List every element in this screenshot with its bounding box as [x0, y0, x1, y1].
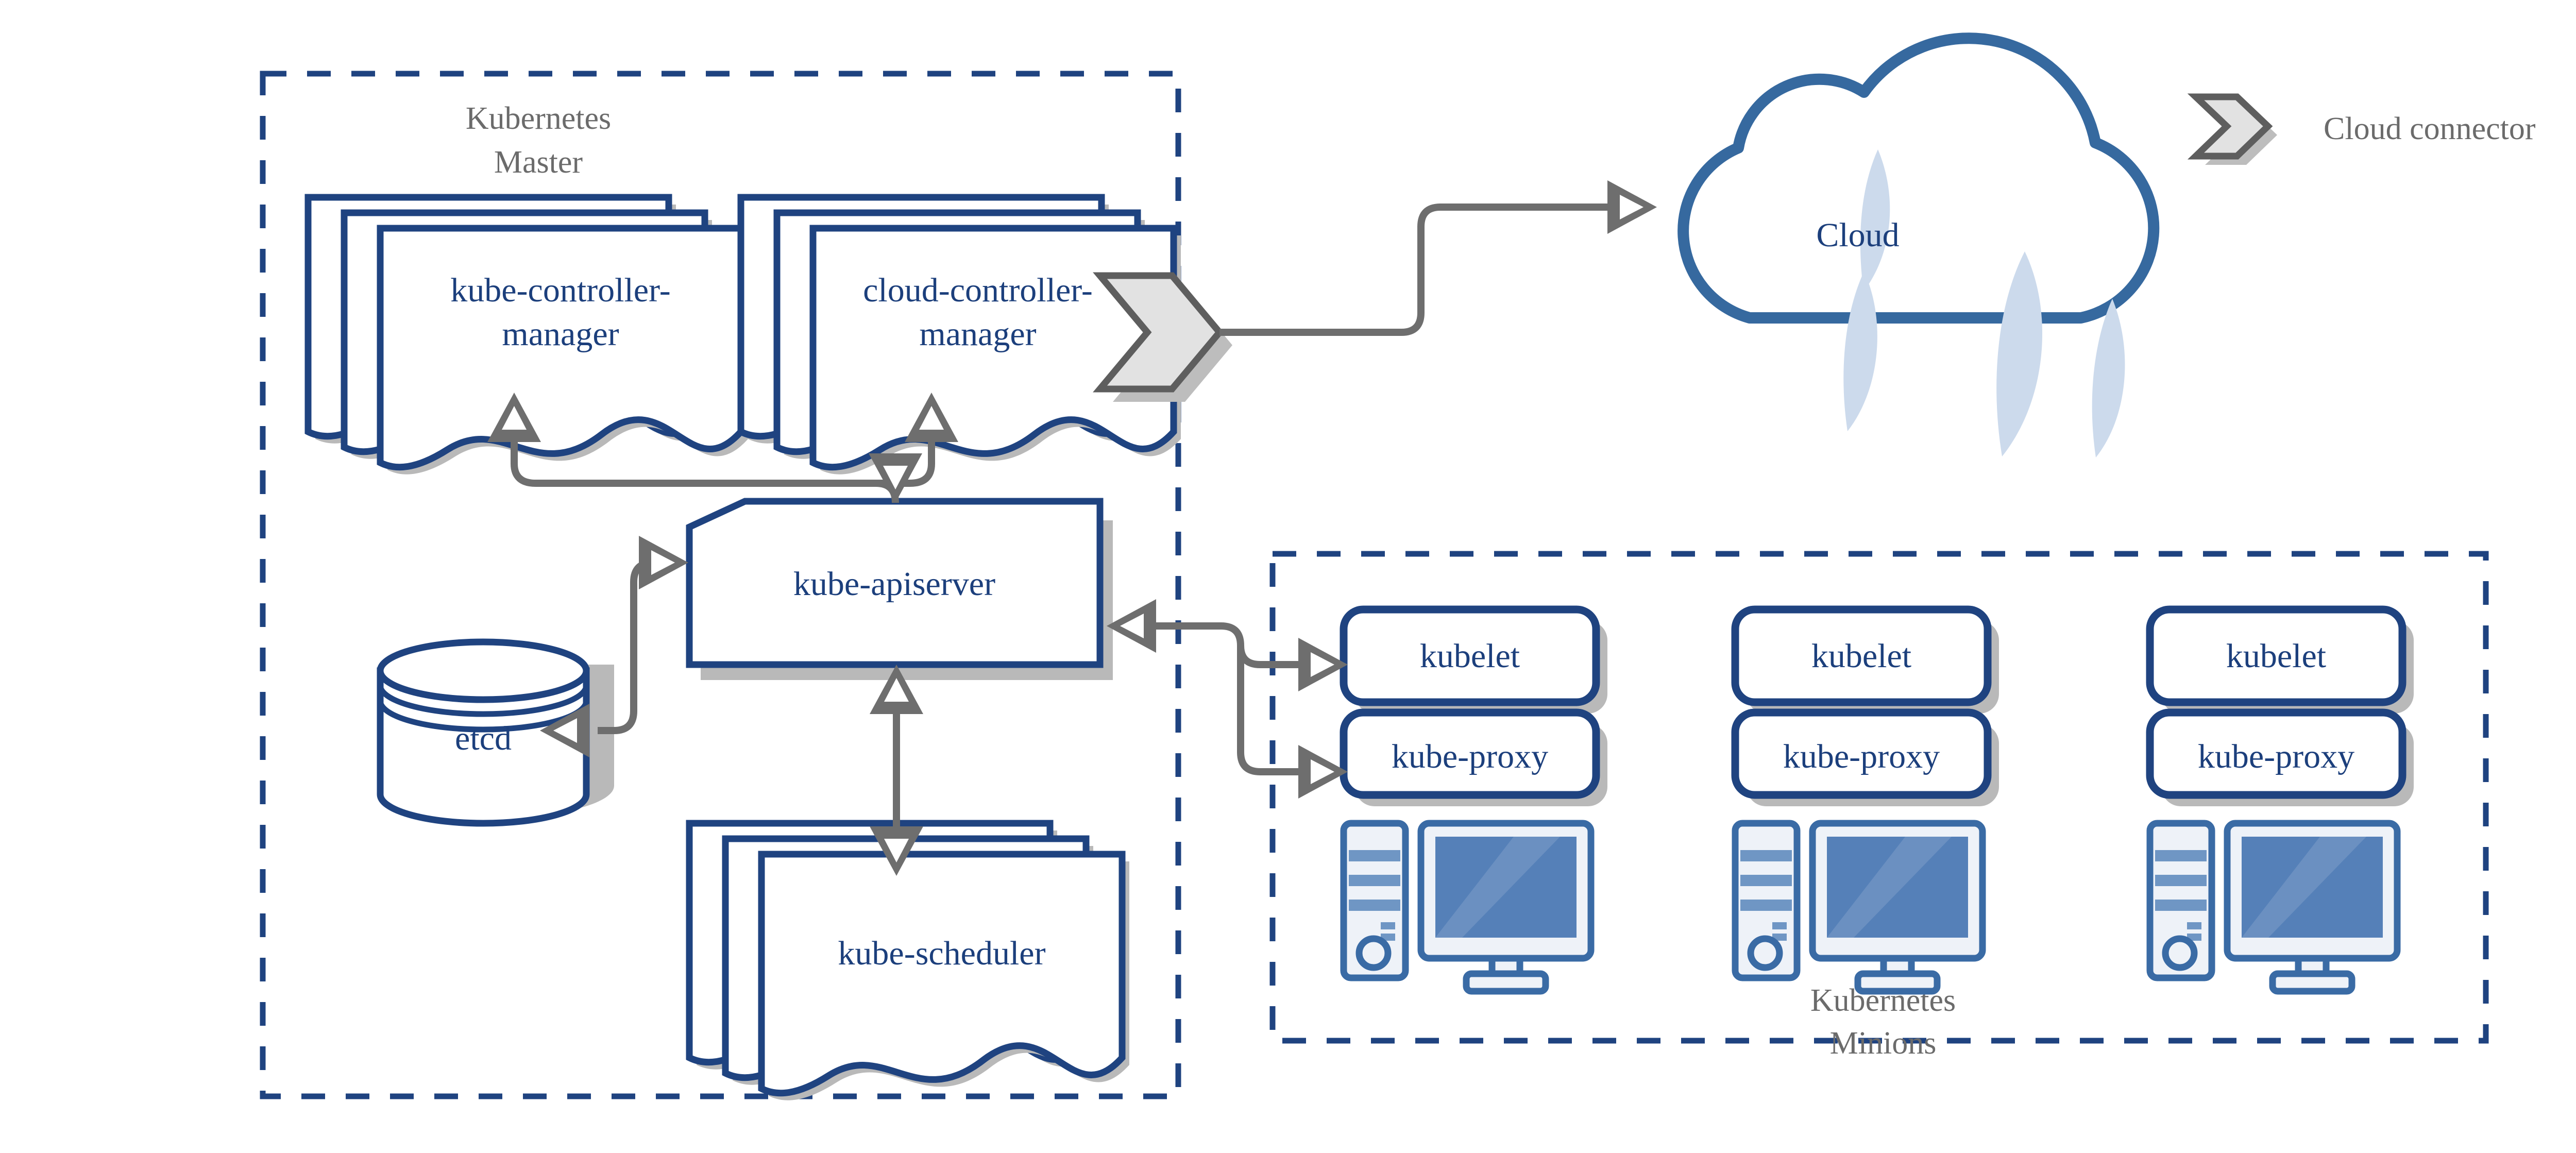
minion-1-kubelet-box[interactable]: kubelet — [1340, 605, 1607, 714]
minions-group-border — [1269, 551, 2489, 1044]
etcd-label: etcd — [455, 720, 512, 757]
minion-1-kube-proxy-label: kube-proxy — [1392, 738, 1548, 775]
minion-1-kubelet-label: kubelet — [1420, 637, 1520, 675]
master-group-label-line1: Kubernetes — [466, 101, 611, 136]
legend-cloud-connector-icon — [2187, 93, 2277, 165]
node-etcd[interactable]: etcd — [377, 638, 614, 827]
minion-3-computer-icon — [2150, 823, 2397, 991]
cloud-label: Cloud — [1816, 216, 1899, 254]
legend-cloud-connector-label: Cloud connector — [2324, 111, 2536, 146]
legend: Cloud connector — [2187, 93, 2536, 165]
node-kube-controller-manager[interactable]: kube-controller- manager — [308, 197, 748, 474]
minion-2-kubelet-label: kubelet — [1811, 637, 1911, 675]
kube-controller-manager-label-line2: manager — [502, 315, 619, 353]
kubernetes-master-group: Kubernetes Master — [260, 71, 1181, 1099]
minion-2-kube-proxy-label: kube-proxy — [1783, 738, 1940, 775]
arrowhead-down-apiserver — [869, 453, 922, 503]
node-kube-apiserver[interactable]: kube-apiserver — [686, 498, 1113, 680]
minion-2: kubelet kube-proxy — [1731, 605, 1999, 991]
cloud-controller-manager-label-line2: manager — [919, 315, 1036, 353]
minions-group-label-line2: Minions — [1830, 1026, 1937, 1061]
kube-controller-manager-label-line1: kube-controller- — [450, 272, 671, 309]
minion-2-computer-icon — [1735, 823, 1982, 991]
minion-3-kubelet-label: kubelet — [2226, 637, 2326, 675]
minion-3-kube-proxy-label: kube-proxy — [2198, 738, 2354, 775]
minion-3: kubelet kube-proxy — [2146, 605, 2414, 991]
connector-apiserver-scheduler — [870, 665, 923, 876]
kube-scheduler-label: kube-scheduler — [838, 935, 1045, 972]
master-group-label-line2: Master — [494, 145, 583, 180]
minion-1-computer-icon — [1344, 823, 1591, 991]
connector-apiserver-etcd — [540, 536, 688, 757]
minion-3-kube-proxy-box[interactable]: kube-proxy — [2146, 708, 2414, 806]
kube-apiserver-label: kube-apiserver — [793, 565, 995, 603]
node-cloud[interactable]: Cloud — [1677, 32, 2160, 457]
minion-3-kubelet-box[interactable]: kubelet — [2146, 605, 2414, 714]
node-kube-scheduler[interactable]: kube-scheduler — [689, 823, 1129, 1100]
arrowhead-left-apiserver — [1107, 599, 1156, 653]
master-group-border — [260, 71, 1181, 1099]
connector-apiserver-minion1 — [1107, 599, 1348, 799]
minion-1: kubelet kube-proxy — [1340, 605, 1607, 991]
arrowhead-right-cloud — [1607, 180, 1657, 234]
cloud-connector-icon[interactable] — [1093, 272, 1232, 402]
minion-1-kube-proxy-box[interactable]: kube-proxy — [1340, 708, 1607, 806]
minion-2-kube-proxy-box[interactable]: kube-proxy — [1731, 708, 1999, 806]
connector-cloud-controller-to-cloud — [1219, 180, 1657, 336]
arrowhead-right-apiserver — [639, 536, 688, 589]
connector-apiserver-to-controller-managers — [487, 393, 958, 503]
minion-2-kubelet-box[interactable]: kubelet — [1731, 605, 1999, 714]
cloud-controller-manager-label-line1: cloud-controller- — [863, 272, 1093, 309]
node-cloud-controller-manager[interactable]: cloud-controller- manager — [741, 197, 1181, 474]
